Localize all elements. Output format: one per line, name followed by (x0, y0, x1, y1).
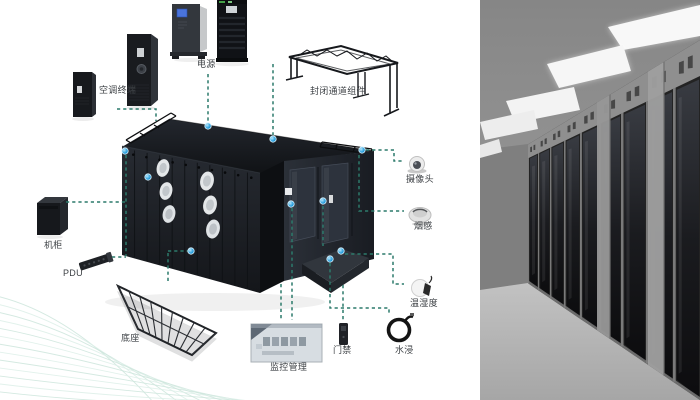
floor (480, 283, 700, 400)
label-rack: 机柜 (44, 240, 63, 250)
rack-rows (528, 40, 700, 400)
label-smoke: 烟感 (414, 221, 433, 231)
main-unit (105, 112, 375, 311)
roof-cable-tray-left (125, 112, 177, 144)
water-leak-sensor (386, 313, 414, 343)
camera-dome (407, 156, 427, 174)
temp-humidity-sensor (411, 275, 433, 297)
label-water-leak: 水浸 (395, 345, 414, 355)
label-monitor: 监控管理 (270, 362, 308, 372)
base-frame (115, 283, 218, 362)
far-wall (480, 144, 528, 291)
label-temp-humidity: 温湿度 (410, 298, 438, 308)
fan-wall (122, 146, 260, 293)
pdu-strip (78, 251, 114, 271)
label-pdu: PDU (63, 268, 83, 278)
photo-canvas (480, 0, 700, 400)
label-access: 门禁 (333, 345, 352, 355)
connection-dots (121, 122, 366, 263)
power-cabinet (215, 0, 249, 67)
label-ac-terminal: 空调终端 (99, 85, 137, 95)
modular-datacenter-diagram: 空调终端 电源 封闭通道组件 摄像头 烟感 温湿度 水浸 门禁 监控管理 机柜 … (0, 0, 438, 400)
diagram-canvas (0, 0, 433, 400)
label-camera: 摄像头 (406, 174, 434, 184)
ups-unit (170, 4, 207, 62)
single-rack-box (37, 197, 68, 239)
label-power: 电源 (197, 59, 216, 69)
ac-unit-large (127, 34, 158, 111)
label-base: 底座 (121, 333, 140, 343)
cooling-fans (156, 159, 220, 239)
containment-channel-frame (285, 44, 400, 117)
ac-unit-small (72, 72, 96, 121)
ceiling-lights (480, 5, 700, 158)
decor-wave-lines (0, 296, 245, 400)
label-channel: 封闭通道组件 (310, 86, 366, 96)
access-control-device (339, 323, 348, 345)
server-room-photo (480, 0, 700, 400)
smoke-detector (408, 207, 432, 226)
connector-lines (66, 64, 404, 321)
monitor-screen (250, 323, 323, 363)
pedestal (302, 249, 369, 293)
